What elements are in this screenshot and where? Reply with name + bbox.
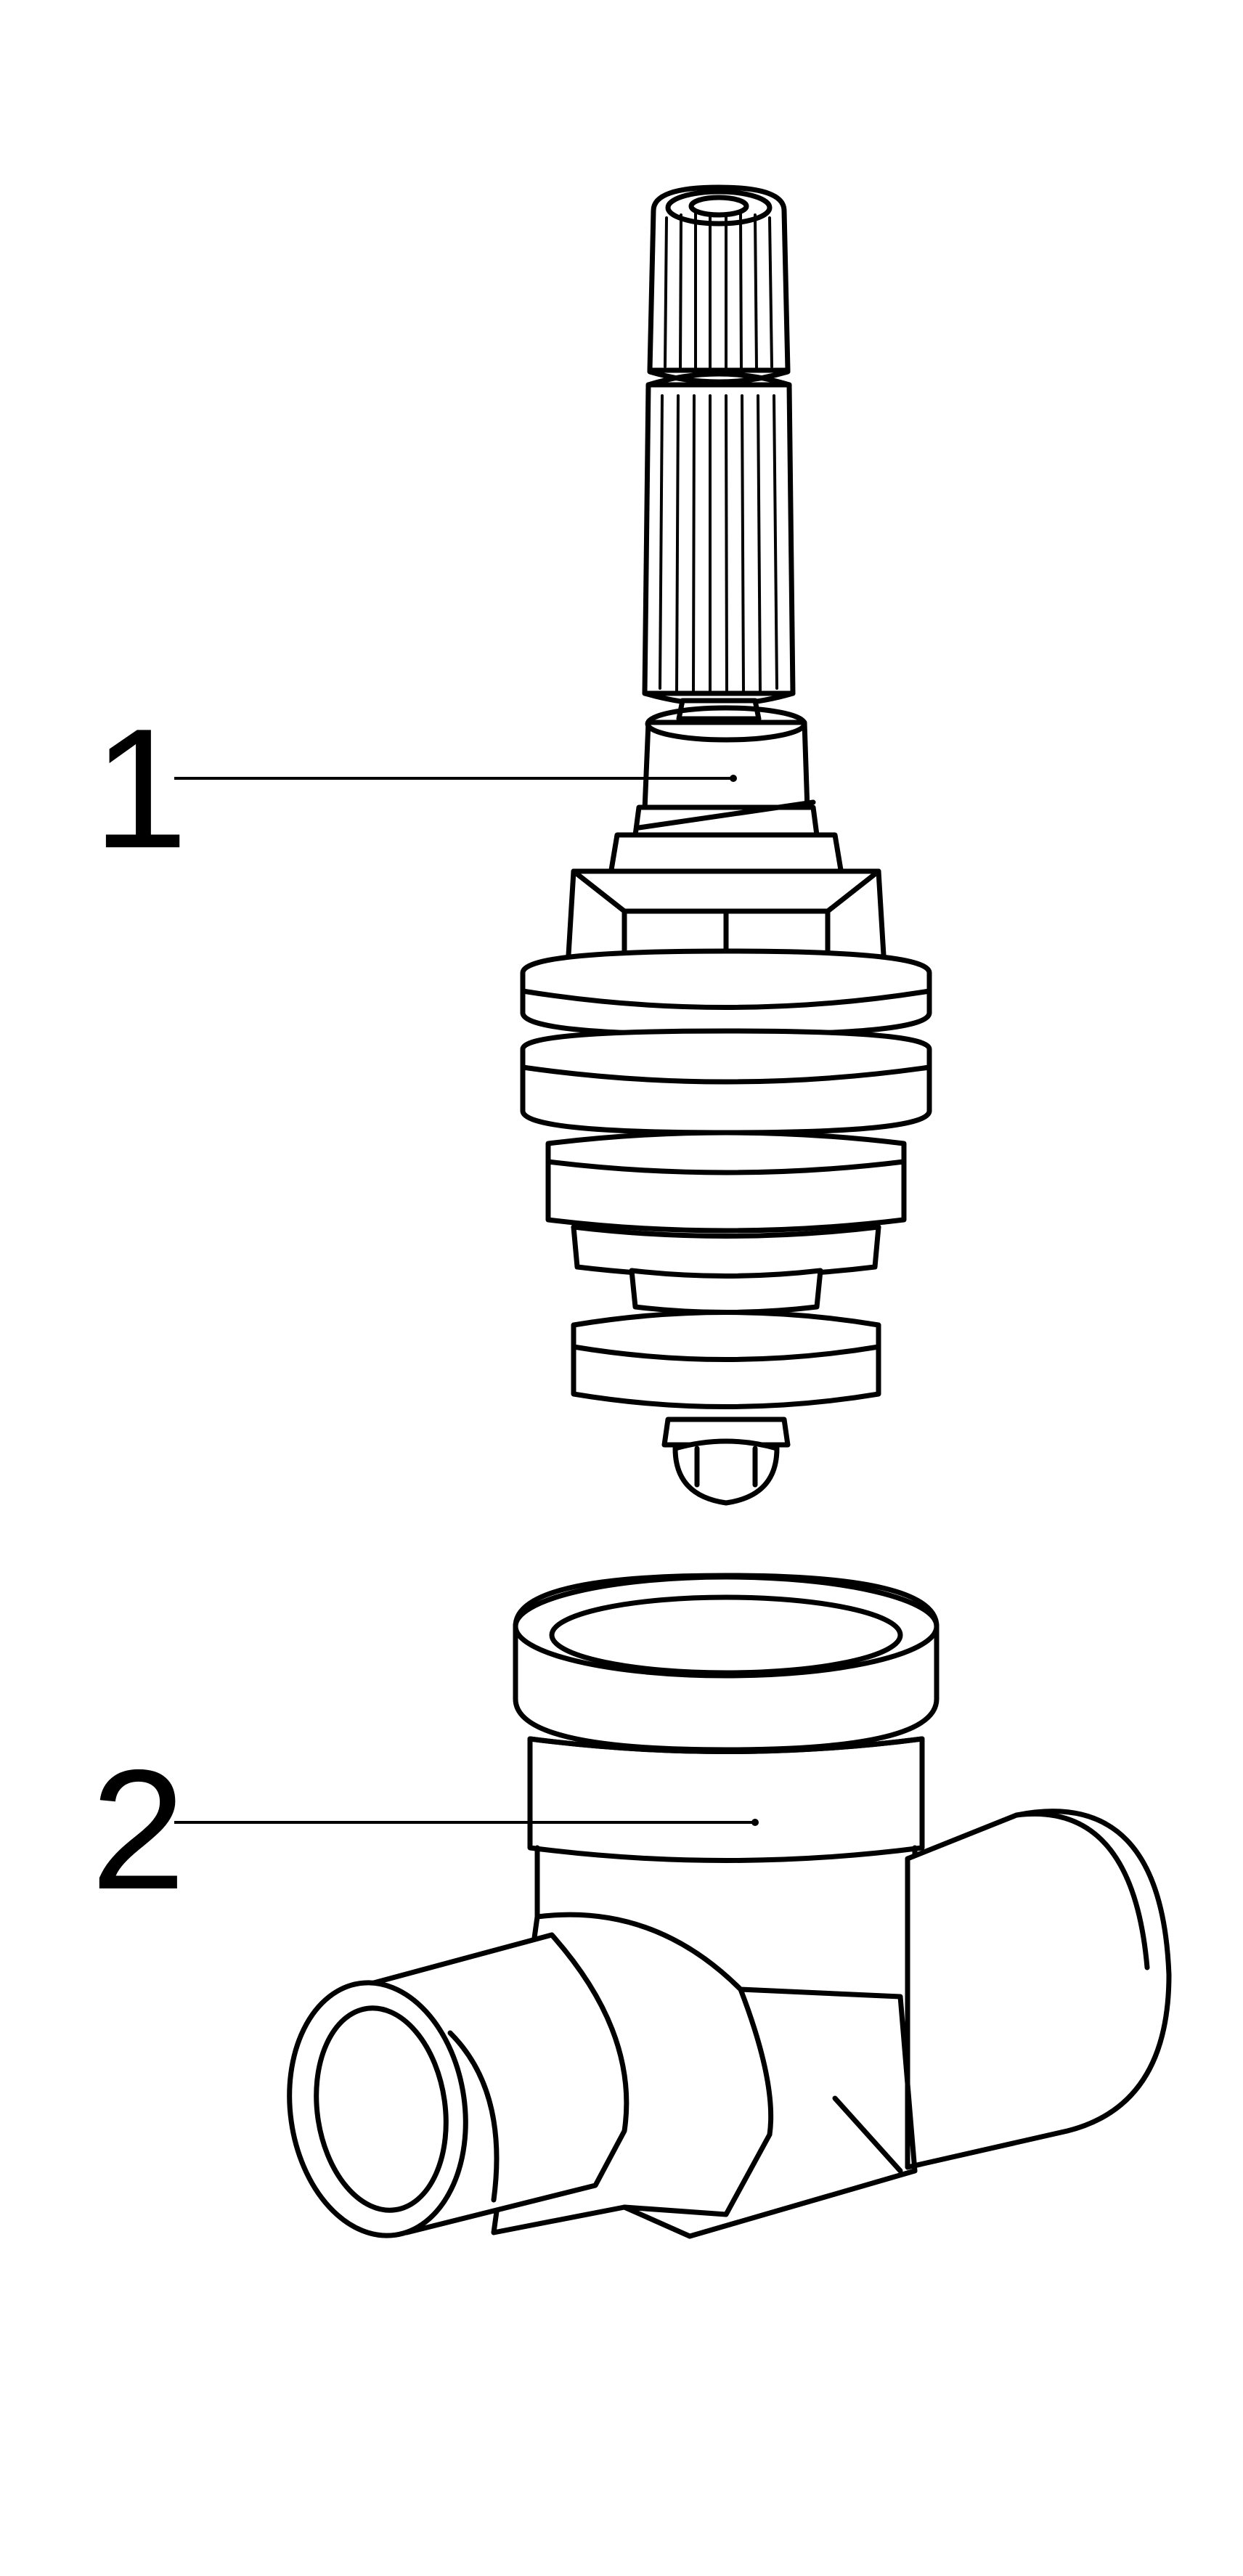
valve-body-part [287, 1573, 1172, 2239]
splined-spindle [642, 184, 796, 707]
leader-dot-1 [730, 775, 737, 782]
cartridge-body [545, 1130, 907, 1315]
cartridge-neck [632, 698, 820, 838]
valve-socket [513, 1573, 940, 1963]
cartridge-part [520, 184, 932, 1506]
cartridge-disc [571, 1310, 881, 1506]
left-spigot [287, 1912, 918, 2239]
right-spigot [905, 1809, 1172, 2170]
sealing-flange [520, 948, 932, 1136]
leader-dot-2 [751, 1819, 759, 1826]
callout-label-2: 2 [91, 1734, 186, 1925]
callout-label-1: 1 [93, 693, 188, 884]
